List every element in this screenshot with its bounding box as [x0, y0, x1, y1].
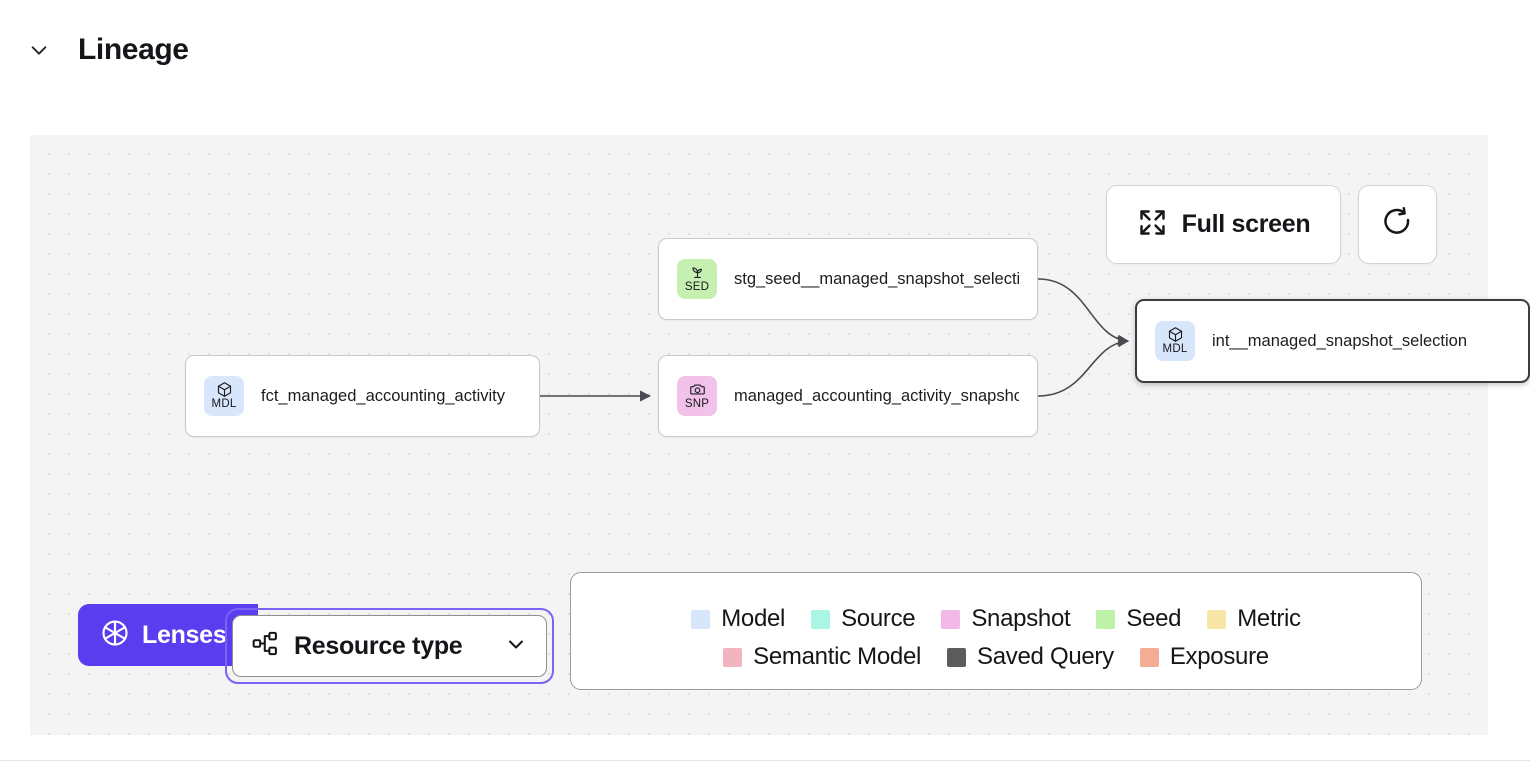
badge-label: MDL [211, 398, 237, 411]
lineage-section-header: Lineage [0, 22, 189, 78]
legend-label: Snapshot [971, 605, 1071, 632]
badge-label: SNP [684, 398, 710, 411]
chevron-down-icon [504, 632, 528, 661]
edge-seed-to-int [1037, 278, 1130, 346]
hierarchy-icon [251, 629, 280, 663]
lineage-node-int-managed-snapshot-selection[interactable]: MDL int__managed_snapshot_selection [1135, 299, 1530, 383]
legend-label: Metric [1237, 605, 1301, 632]
legend-row: Model Source Snapshot Seed Metric [691, 605, 1301, 633]
legend-swatch [947, 647, 967, 667]
legend-label: Seed [1126, 605, 1182, 632]
node-label: managed_accounting_activity_snapshot [734, 386, 1019, 405]
legend-item-semantic-model: Semantic Model [723, 643, 921, 671]
legend-swatch [941, 609, 961, 629]
legend-item-source: Source [811, 605, 916, 633]
lineage-edges [540, 278, 1130, 402]
legend-label: Source [841, 605, 916, 632]
cube-icon: MDL [1155, 321, 1195, 361]
lenses-label: Lenses [142, 620, 227, 649]
legend-swatch [1207, 609, 1227, 629]
legend-item-seed: Seed [1096, 605, 1182, 633]
badge-label: MDL [1162, 343, 1188, 356]
node-label: int__managed_snapshot_selection [1212, 331, 1468, 350]
legend-swatch [811, 609, 831, 629]
page-title: Lineage [78, 33, 189, 66]
refresh-icon [1381, 206, 1414, 244]
aperture-icon [100, 618, 130, 653]
legend-swatch [1096, 609, 1116, 629]
legend-label: Semantic Model [753, 643, 922, 670]
lineage-node-managed-accounting-activity-snapshot[interactable]: SNP managed_accounting_activity_snapshot [658, 355, 1038, 437]
seedling-icon: SED [677, 259, 717, 299]
lineage-node-stg-seed-managed-snapshot-selection[interactable]: SED stg_seed__managed_snapshot_selecti..… [658, 238, 1038, 320]
fullscreen-label: Full screen [1181, 210, 1311, 238]
legend-swatch [1139, 647, 1159, 667]
lineage-legend: Model Source Snapshot Seed Metric [570, 572, 1422, 690]
cube-icon: MDL [204, 376, 244, 416]
legend-label: Model [721, 605, 786, 632]
resource-type-focus-ring: Resource type [225, 608, 554, 684]
fullscreen-button[interactable]: Full screen [1106, 185, 1341, 264]
resource-type-dropdown[interactable]: Resource type [232, 615, 547, 677]
expand-icon [1137, 207, 1168, 243]
legend-row: Semantic Model Saved Query Exposure [723, 643, 1269, 671]
legend-item-snapshot: Snapshot [941, 605, 1071, 633]
legend-item-exposure: Exposure [1139, 643, 1269, 671]
bottom-divider [0, 760, 1530, 761]
node-label: stg_seed__managed_snapshot_selecti... [734, 269, 1019, 288]
node-label: fct_managed_accounting_activity [261, 386, 505, 405]
legend-swatch [723, 647, 743, 667]
legend-item-saved-query: Saved Query [947, 643, 1114, 671]
lineage-canvas[interactable]: MDL fct_managed_accounting_activity SED … [30, 135, 1530, 735]
camera-icon: SNP [677, 376, 717, 416]
lineage-node-fct-managed-accounting-activity[interactable]: MDL fct_managed_accounting_activity [185, 355, 540, 437]
legend-item-metric: Metric [1207, 605, 1301, 633]
legend-item-model: Model [691, 605, 785, 633]
legend-swatch [691, 609, 711, 629]
legend-label: Saved Query [977, 643, 1114, 670]
refresh-button[interactable] [1358, 185, 1437, 264]
badge-label: SED [684, 281, 710, 294]
legend-label: Exposure [1169, 643, 1269, 670]
resource-type-label: Resource type [294, 631, 463, 660]
edge-snapshot-to-int [1037, 336, 1130, 397]
chevron-down-icon[interactable] [24, 35, 54, 65]
